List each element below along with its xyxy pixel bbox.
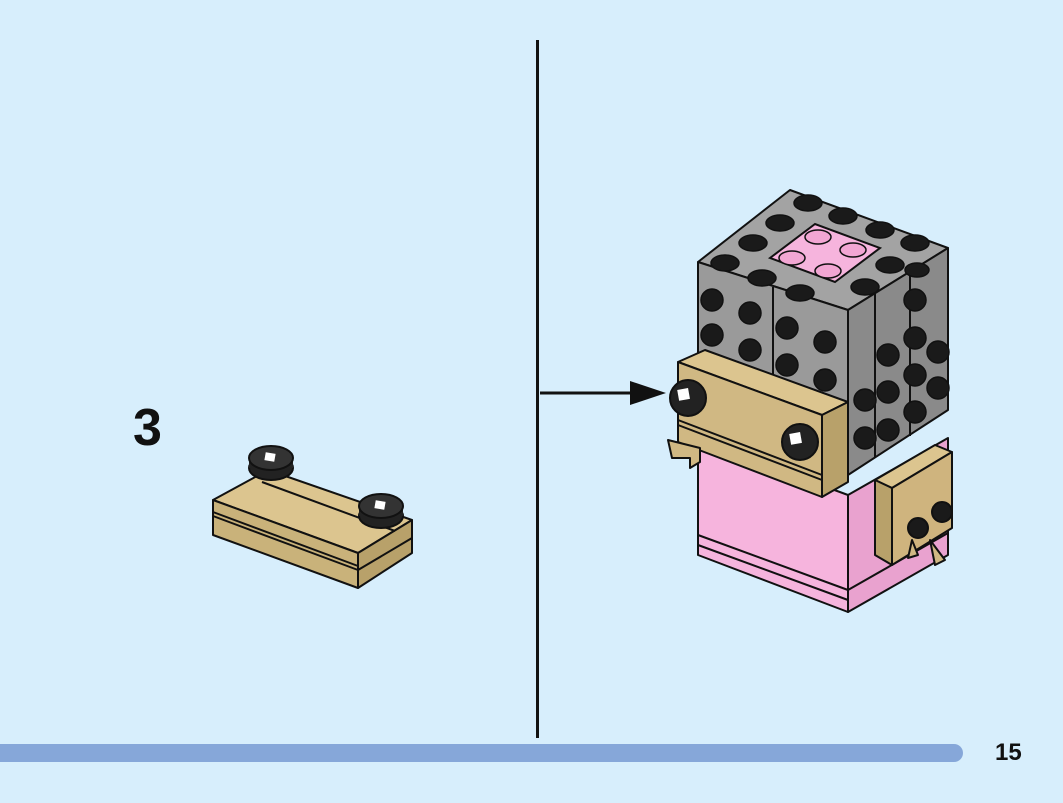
step-divider (536, 40, 539, 738)
tan-face-plate (667, 349, 849, 498)
eye-stud (781, 423, 819, 461)
page-number: 15 (995, 739, 1022, 766)
top-studs (710, 194, 930, 302)
pink-top-tile (767, 222, 883, 284)
round-tile-stud (248, 445, 294, 481)
tan-side-piece (874, 444, 953, 566)
eye-stud (669, 379, 707, 417)
progress-bar (0, 744, 963, 762)
round-tile-stud (358, 493, 404, 529)
front-side-studs (700, 288, 950, 450)
right-arrow-icon (540, 381, 666, 405)
tan-plate-assembly (212, 469, 413, 589)
step-number: 3 (133, 399, 162, 457)
